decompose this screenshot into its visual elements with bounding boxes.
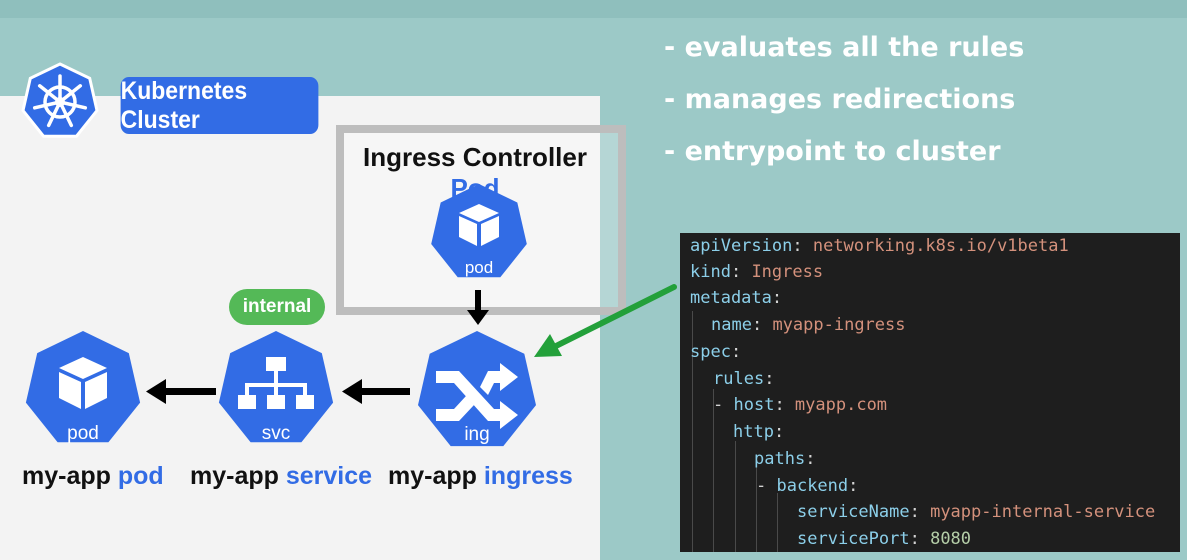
ingress-controller-pod-label: pod xyxy=(464,258,494,277)
service-icon: svc xyxy=(215,329,337,455)
code-line: servicePort: 8080 xyxy=(797,529,972,549)
ingress-icon: ing xyxy=(414,329,540,457)
code-line: http: xyxy=(733,422,785,442)
left-arrow-icon xyxy=(146,379,216,404)
ingress-caption-text: my-app xyxy=(388,462,477,490)
left-arrow-icon xyxy=(342,379,410,404)
ingress-controller-pod-icon: pod xyxy=(428,182,530,288)
green-pointer-arrow-icon xyxy=(534,284,677,357)
service-caption: my-app service xyxy=(190,462,372,491)
code-line: paths: xyxy=(754,449,816,469)
indent-guide xyxy=(692,311,693,552)
internal-badge: internal xyxy=(229,289,325,325)
down-arrow-icon xyxy=(467,290,489,325)
cluster-label: Kubernetes Cluster xyxy=(120,77,319,134)
code-line: serviceName: myapp-internal-service xyxy=(797,502,1156,522)
ingress-icon-label: ing xyxy=(464,424,490,445)
code-line: rules: xyxy=(713,369,775,389)
pod-icon: pod xyxy=(22,329,144,455)
ingress-caption: my-app ingress xyxy=(388,462,573,491)
code-line: name: myapp-ingress xyxy=(711,315,906,335)
cluster-panel xyxy=(0,96,600,560)
pod-caption-accent: pod xyxy=(117,462,164,490)
service-caption-accent: service xyxy=(285,462,373,490)
indent-guide xyxy=(756,467,757,552)
service-icon-label: svc xyxy=(261,423,291,444)
bullet-item: - evaluates all the rules xyxy=(664,32,1025,63)
kubernetes-logo-icon xyxy=(20,62,100,142)
pod-icon-label: pod xyxy=(67,423,99,444)
indent-guide xyxy=(713,389,714,552)
service-caption-text: my-app xyxy=(190,462,279,490)
bullet-item: - entrypoint to cluster xyxy=(664,136,1001,167)
ingress-caption-accent: ingress xyxy=(483,462,573,490)
code-line: kind: Ingress xyxy=(690,262,824,282)
bullet-item: - manages redirections xyxy=(664,84,1016,115)
indent-guide xyxy=(777,493,778,552)
yaml-code-panel: apiVersion: networking.k8s.io/v1beta1 ki… xyxy=(680,233,1180,552)
code-line: - backend: xyxy=(756,476,859,496)
code-line: apiVersion: networking.k8s.io/v1beta1 xyxy=(690,236,1069,256)
indent-guide xyxy=(735,441,736,552)
code-line: spec: xyxy=(690,342,742,362)
pod-caption-text: my-app xyxy=(22,462,111,490)
ingress-controller-title-text: Ingress Controller xyxy=(363,142,587,172)
code-line: - host: myapp.com xyxy=(713,395,888,415)
top-strip xyxy=(0,0,1187,18)
code-line: metadata: xyxy=(690,288,783,308)
bullet-list: - evaluates all the rules - manages redi… xyxy=(664,30,1024,186)
pod-caption: my-app pod xyxy=(22,462,164,491)
